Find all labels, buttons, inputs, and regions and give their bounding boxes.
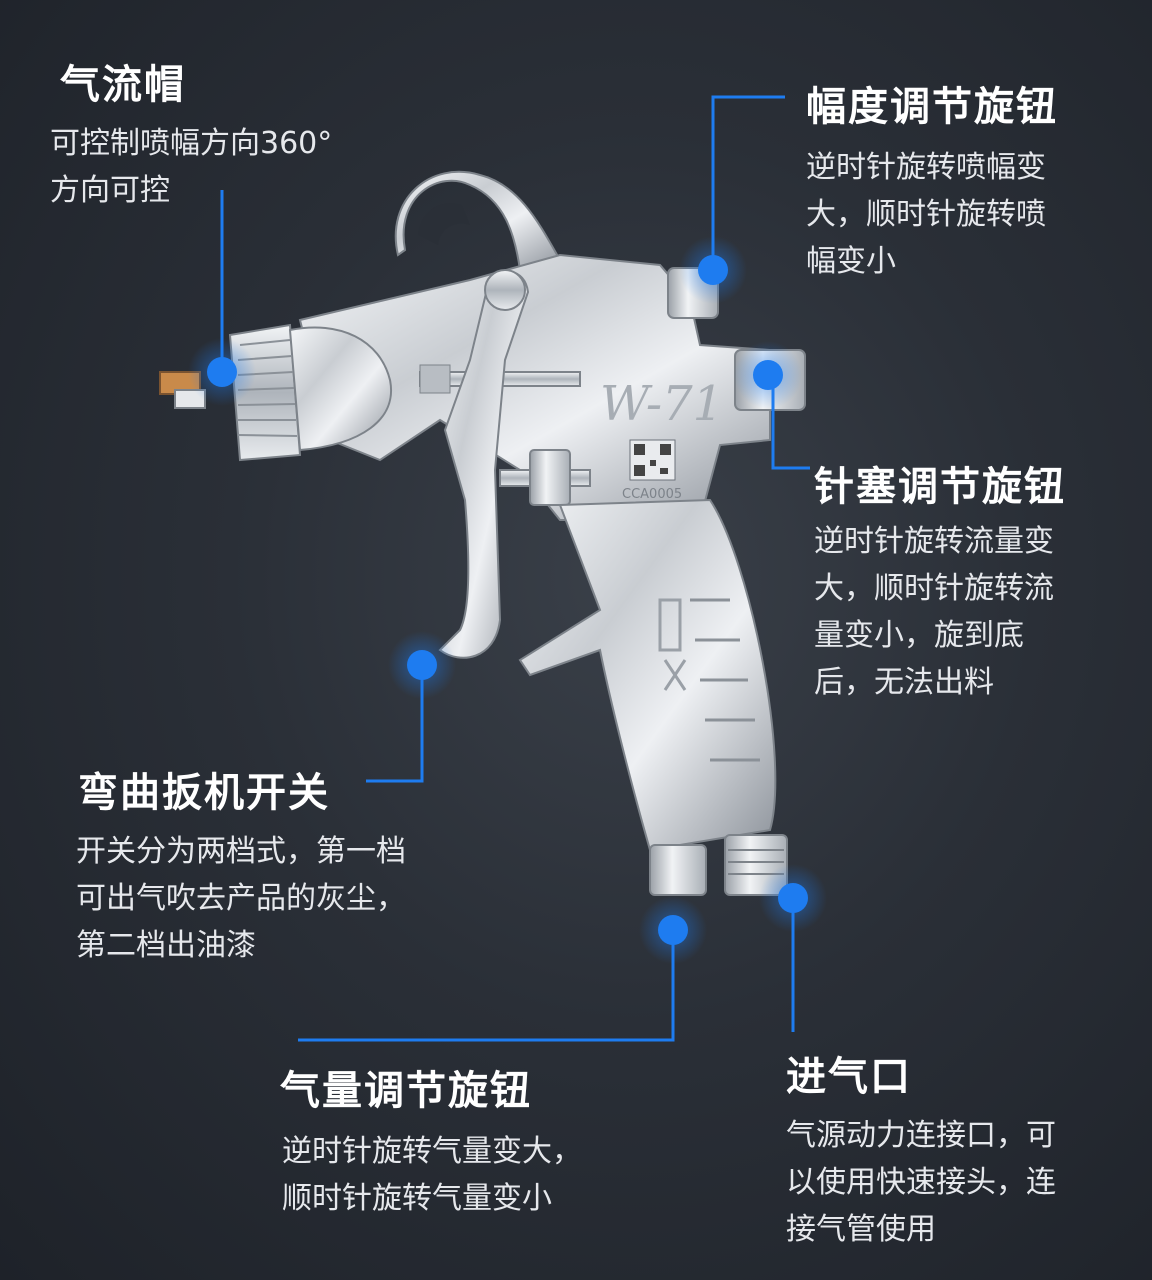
needle-knob-line-4: 后，无法出料: [814, 665, 994, 700]
model-text: W-71: [600, 376, 723, 432]
hotspot-trigger: [388, 631, 456, 699]
needle-rods: [419, 364, 591, 506]
air-inlet-line-3: 接气管使用: [786, 1212, 936, 1247]
fan-knob-line-2: 大，顺时针旋转喷: [806, 197, 1046, 232]
needle-knob-desc: 逆时针旋转流量变 大，顺时针旋转流 量变小，旋到底 后，无法出料: [814, 518, 1054, 706]
fan-knob-line-3: 幅变小: [806, 244, 896, 279]
hotspot-air-volume: [639, 896, 707, 964]
trigger-line-3: 第二档出油漆: [76, 928, 256, 963]
hotspot-air-inlet: [759, 864, 827, 932]
trigger-title: 弯曲扳机开关: [78, 770, 330, 816]
gun-hook: [394, 170, 562, 272]
air-volume-line-1: 逆时针旋转气量变大，: [282, 1134, 582, 1169]
qr-code-icon: [629, 439, 676, 481]
needle-knob-line-3: 量变小，旋到底: [814, 618, 1024, 653]
fan-knob-line-1: 逆时针旋转喷幅变: [806, 150, 1046, 185]
leader-lines: [220, 95, 810, 1042]
trigger-line-2: 可出气吹去产品的灰尘，: [76, 881, 406, 916]
trigger-desc: 开关分为两档式，第一档 可出气吹去产品的灰尘， 第二档出油漆: [76, 828, 406, 969]
trigger-line-1: 开关分为两档式，第一档: [76, 834, 406, 869]
air-cap-assembly: [159, 323, 393, 462]
air-cap-desc: 可控制喷幅方向360° 方向可控: [50, 120, 332, 214]
fan-knob-desc: 逆时针旋转喷幅变 大，顺时针旋转喷 幅变小: [806, 144, 1046, 285]
needle-knob-title: 针塞调节旋钮: [814, 464, 1066, 510]
hotspot-fan-knob: [679, 236, 747, 304]
hotspot-needle-knob: [734, 341, 802, 409]
air-inlet-title: 进气口: [786, 1054, 912, 1100]
air-cap-title: 气流帽: [60, 62, 186, 108]
needle-knob-line-1: 逆时针旋转流量变: [814, 524, 1054, 559]
hotspot-air-cap: [188, 338, 256, 406]
air-cap-line-2: 方向可控: [50, 173, 170, 208]
air-volume-desc: 逆时针旋转气量变大， 顺时针旋转气量变小: [282, 1128, 582, 1222]
air-inlet-line-1: 气源动力连接口，可: [786, 1118, 1056, 1153]
air-volume-title: 气量调节旋钮: [280, 1068, 532, 1114]
air-cap-line-1: 可控制喷幅方向360°: [50, 126, 333, 161]
air-volume-line-2: 顺时针旋转气量变小: [282, 1181, 552, 1216]
fan-knob-title: 幅度调节旋钮: [806, 84, 1058, 130]
trigger: [438, 269, 530, 659]
air-inlet-line-2: 以使用快速接头，连: [786, 1165, 1056, 1200]
gun-handle: [518, 498, 777, 852]
serial-text: CCA0005: [622, 487, 682, 502]
air-inlet-desc: 气源动力连接口，可 以使用快速接头，连 接气管使用: [786, 1112, 1056, 1253]
needle-knob-line-2: 大，顺时针旋转流: [814, 571, 1054, 606]
brand-logo: [658, 598, 687, 691]
